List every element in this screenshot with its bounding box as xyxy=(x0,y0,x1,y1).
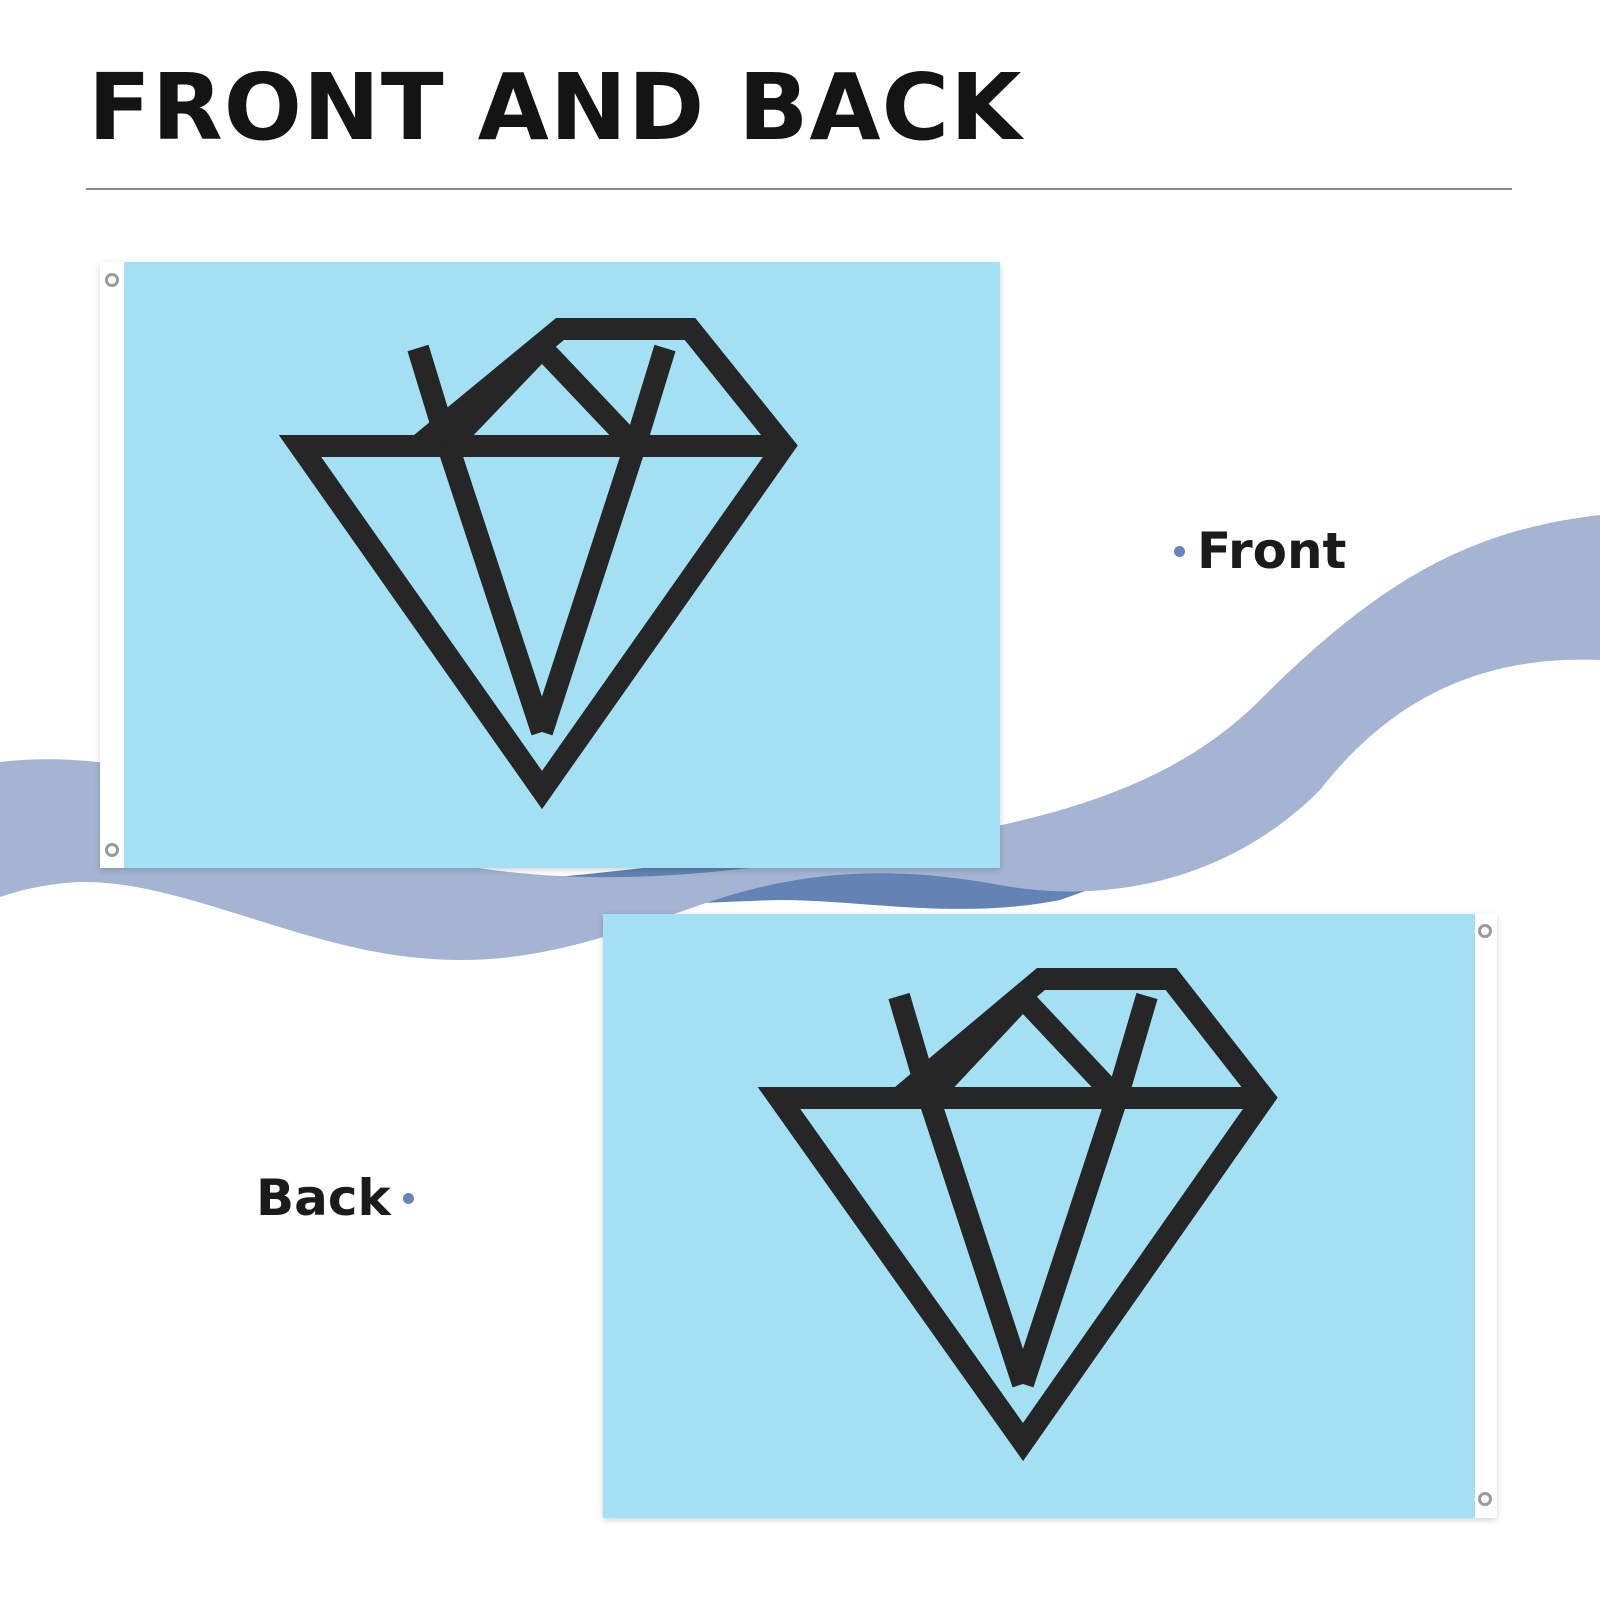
bullet-dot-icon xyxy=(402,1192,414,1204)
flag-hem xyxy=(100,262,124,868)
title-divider xyxy=(86,188,1512,190)
page-title: FRONT AND BACK xyxy=(88,54,1023,161)
grommet-icon xyxy=(1478,924,1492,938)
front-label-text: Front xyxy=(1197,522,1347,580)
grommet-icon xyxy=(1478,1492,1492,1506)
front-label: Front xyxy=(1174,526,1346,576)
wave-band xyxy=(0,515,1600,961)
back-flag xyxy=(603,914,1497,1518)
diamond-icon xyxy=(278,318,798,810)
flag-hem xyxy=(1475,914,1497,1518)
bullet-dot-icon xyxy=(1174,545,1185,557)
front-flag xyxy=(100,262,1000,868)
back-label: Back xyxy=(256,1173,414,1223)
back-label-text: Back xyxy=(256,1169,391,1227)
diamond-icon xyxy=(757,968,1278,1462)
grommet-icon xyxy=(105,843,119,857)
grommet-icon xyxy=(105,273,119,287)
